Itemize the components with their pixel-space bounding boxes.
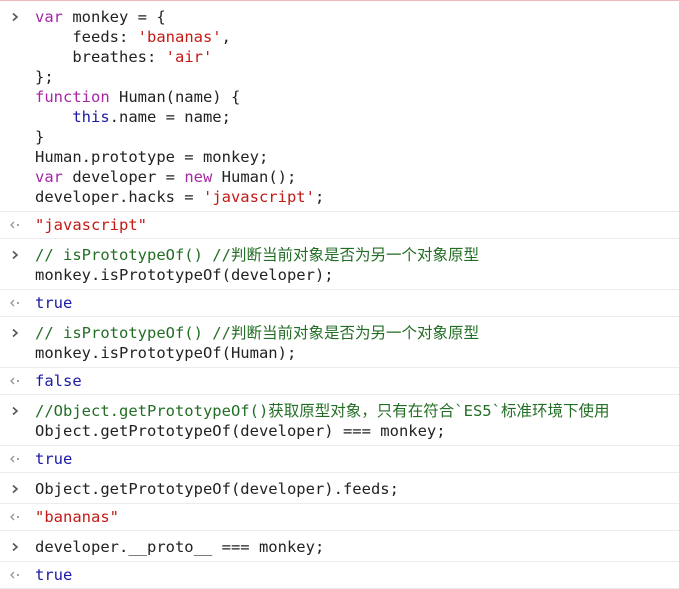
code-token: developer.hacks = [35,188,203,206]
code-token: }; [35,68,54,86]
code-token: developer.__proto__ === monkey; [35,538,325,556]
code-token: 'javascript' [202,188,315,206]
code-token: // isPrototypeOf() //判断当前对象是否为另一个对象原型 [35,246,479,264]
chevron-right-icon [0,479,30,499]
console-output-entry: "javascript" [0,212,679,239]
code-token: 'bananas' [137,28,222,46]
code-line: this.name = name; [35,107,679,127]
result-boolean: true [35,294,73,312]
code-line: monkey.isPrototypeOf(developer); [35,265,679,285]
code-token: .name = name; [109,108,231,126]
result-boolean: true [35,566,73,584]
code-line: monkey.isPrototypeOf(Human); [35,343,679,363]
return-arrow-left-icon [0,293,30,313]
code-token: var [35,8,63,26]
code-line: developer.hacks = 'javascript'; [35,187,679,207]
code-token: new [184,168,213,186]
code-token: this [72,108,110,126]
code-line: // isPrototypeOf() //判断当前对象是否为另一个对象原型 [35,323,679,343]
return-arrow-left-icon [0,565,30,585]
chevron-right-icon [0,245,30,265]
console-input-entry[interactable]: Object.getPrototypeOf(developer).feeds; [0,473,679,504]
console-input-entry[interactable]: // isPrototypeOf() //判断当前对象是否为另一个对象原型 mon… [0,317,679,368]
code-line: Object.getPrototypeOf(developer) === mon… [35,421,679,441]
return-arrow-left-icon [0,371,30,391]
code-token [35,108,72,126]
code-line: var developer = new Human(); [35,167,679,187]
result-string: "bananas" [35,508,119,526]
result-boolean: true [35,450,73,468]
result-string: "javascript" [35,216,147,234]
code-line: Human.prototype = monkey; [35,147,679,167]
console-input-code[interactable]: var monkey = { feeds: 'bananas', breathe… [35,1,679,211]
console-result: true [35,562,679,588]
code-token: Human(); [212,168,297,186]
chevron-right-icon [0,401,30,421]
code-token: monkey.isPrototypeOf(developer); [35,266,334,284]
console-output-entry: true [0,446,679,473]
code-token: developer = [63,168,185,186]
code-token: Object.getPrototypeOf(developer).feeds; [35,480,399,498]
console-result: true [35,290,679,316]
code-line: developer.__proto__ === monkey; [35,537,679,557]
console-output-entry: false [0,368,679,395]
console-input-entry[interactable]: // isPrototypeOf() //判断当前对象是否为另一个对象原型 mon… [0,239,679,290]
return-arrow-left-icon [0,215,30,235]
code-line: breathes: 'air' [35,47,679,67]
code-line: }; [35,67,679,87]
console-input-entry[interactable]: var monkey = { feeds: 'bananas', breathe… [0,0,679,212]
console-result: "bananas" [35,504,679,530]
console-output-entry: true [0,290,679,317]
console-output-entry: "bananas" [0,504,679,531]
code-token: Object.getPrototypeOf(developer) === mon… [35,422,446,440]
code-line: var monkey = { [35,7,679,27]
code-token: monkey = { [63,8,166,26]
code-token: function [35,88,110,106]
code-token: 'air' [165,48,213,66]
console-result: true [35,446,679,472]
console-input-entry[interactable]: developer.__proto__ === monkey; [0,531,679,562]
code-token: } [35,128,45,146]
result-boolean: false [35,372,82,390]
code-line: feeds: 'bananas', [35,27,679,47]
console-input-code[interactable]: //Object.getPrototypeOf()获取原型对象，只有在符合`ES… [35,395,679,445]
code-line: function Human(name) { [35,87,679,107]
return-arrow-left-icon [0,449,30,469]
console-result: false [35,368,679,394]
console-input-code[interactable]: developer.__proto__ === monkey; [35,531,679,561]
return-arrow-left-icon [0,507,30,527]
code-line: Object.getPrototypeOf(developer).feeds; [35,479,679,499]
code-line: } [35,127,679,147]
console-output-entry: true [0,562,679,589]
chevron-right-icon [0,323,30,343]
code-token: Human.prototype = monkey; [35,148,269,166]
code-token: monkey.isPrototypeOf(Human); [35,344,297,362]
console-input-code[interactable]: // isPrototypeOf() //判断当前对象是否为另一个对象原型 mon… [35,317,679,367]
code-token: // isPrototypeOf() //判断当前对象是否为另一个对象原型 [35,324,479,342]
console-result: "javascript" [35,212,679,238]
console-input-code[interactable]: // isPrototypeOf() //判断当前对象是否为另一个对象原型 mon… [35,239,679,289]
console-input-entry[interactable]: //Object.getPrototypeOf()获取原型对象，只有在符合`ES… [0,395,679,446]
code-token: //Object.getPrototypeOf()获取原型对象，只有在符合`ES… [35,402,610,420]
code-line: //Object.getPrototypeOf()获取原型对象，只有在符合`ES… [35,401,679,421]
code-token: , [221,28,231,46]
chevron-right-icon [0,7,30,27]
code-line: // isPrototypeOf() //判断当前对象是否为另一个对象原型 [35,245,679,265]
chevron-right-icon [0,537,30,557]
code-token: breathes: [35,48,166,66]
code-token: feeds: [35,28,138,46]
code-token: Human(name) { [109,88,241,106]
code-token: ; [314,188,325,206]
code-token: var [35,168,63,186]
console-input-code[interactable]: Object.getPrototypeOf(developer).feeds; [35,473,679,503]
